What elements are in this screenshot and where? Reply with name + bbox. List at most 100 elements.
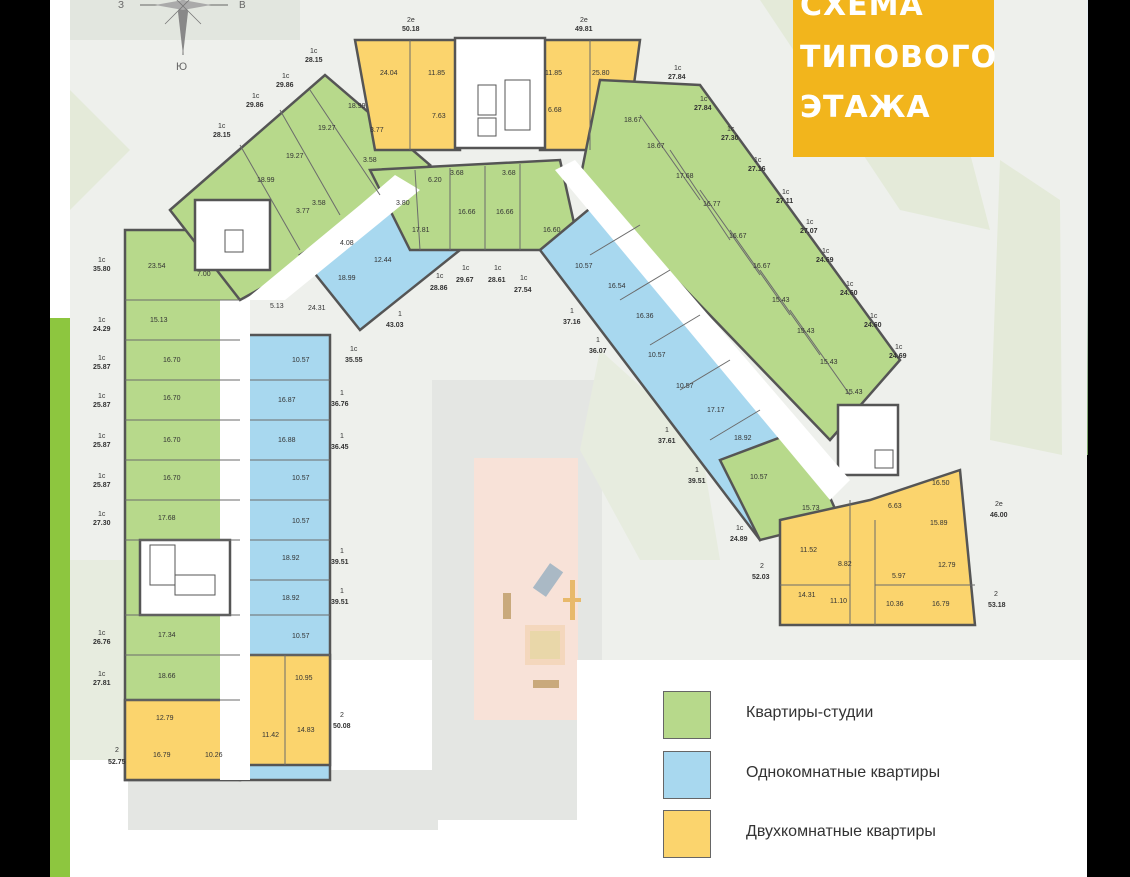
svg-text:8.82: 8.82 bbox=[838, 561, 852, 568]
svg-text:18.92: 18.92 bbox=[282, 555, 300, 562]
svg-text:27.84: 27.84 bbox=[694, 105, 712, 112]
building bbox=[123, 36, 977, 782]
svg-text:1: 1 bbox=[340, 548, 344, 555]
apt-tag: 139.51 bbox=[331, 548, 349, 566]
svg-text:10.36: 10.36 bbox=[886, 601, 904, 608]
legend-label-one-room: Однокомнатные квартиры bbox=[746, 764, 941, 781]
apt-tag: 137.61 bbox=[658, 427, 676, 445]
svg-text:11.85: 11.85 bbox=[545, 70, 562, 77]
svg-text:29.86: 29.86 bbox=[246, 102, 264, 109]
apt-tag: 252.03 bbox=[752, 563, 770, 581]
svg-text:43.03: 43.03 bbox=[386, 322, 404, 329]
svg-text:17.68: 17.68 bbox=[676, 173, 694, 180]
title-box bbox=[793, 0, 994, 157]
svg-text:3.77: 3.77 bbox=[370, 127, 384, 134]
svg-text:50.18: 50.18 bbox=[402, 26, 420, 33]
svg-text:1: 1 bbox=[695, 467, 699, 474]
svg-text:27.07: 27.07 bbox=[800, 228, 818, 235]
svg-text:24.60: 24.60 bbox=[864, 322, 882, 329]
svg-text:1с: 1с bbox=[436, 273, 444, 280]
compass: З В Ю bbox=[118, 0, 246, 73]
svg-text:50.08: 50.08 bbox=[333, 723, 351, 730]
title-line-1: СХЕМА bbox=[800, 0, 924, 23]
svg-text:2е: 2е bbox=[580, 17, 588, 24]
svg-text:16.50: 16.50 bbox=[932, 480, 950, 487]
svg-text:28.61: 28.61 bbox=[488, 277, 506, 284]
svg-text:10.57: 10.57 bbox=[575, 263, 593, 270]
apt-tag: 139.51 bbox=[688, 467, 706, 485]
svg-text:16.70: 16.70 bbox=[163, 437, 181, 444]
apt-tag: 252.75 bbox=[108, 747, 126, 766]
svg-text:36.45: 36.45 bbox=[331, 444, 349, 451]
svg-text:1с: 1с bbox=[98, 511, 106, 518]
svg-text:16.54: 16.54 bbox=[608, 283, 626, 290]
svg-text:2: 2 bbox=[994, 591, 998, 598]
svg-text:1: 1 bbox=[398, 311, 402, 318]
svg-text:1с: 1с bbox=[98, 355, 106, 362]
svg-text:16.66: 16.66 bbox=[496, 209, 514, 216]
svg-text:18.67: 18.67 bbox=[624, 117, 642, 124]
svg-text:1с: 1с bbox=[98, 433, 106, 440]
svg-text:15.73: 15.73 bbox=[802, 505, 820, 512]
svg-text:16.79: 16.79 bbox=[932, 601, 950, 608]
svg-text:1с: 1с bbox=[736, 525, 744, 532]
svg-text:11.42: 11.42 bbox=[262, 732, 279, 739]
svg-text:1с: 1с bbox=[98, 317, 106, 324]
apt-tag: 1с 24.60 bbox=[840, 281, 858, 297]
svg-text:24.60: 24.60 bbox=[840, 290, 858, 297]
legend bbox=[577, 660, 1063, 877]
apt-tag: 139.51 bbox=[331, 588, 349, 606]
svg-text:14.83: 14.83 bbox=[297, 727, 315, 734]
svg-text:1с: 1с bbox=[846, 281, 854, 288]
svg-text:15.43: 15.43 bbox=[845, 389, 863, 396]
svg-text:16.70: 16.70 bbox=[163, 357, 181, 364]
apt-tag: 253.18 bbox=[988, 591, 1006, 609]
svg-text:10.57: 10.57 bbox=[292, 633, 310, 640]
svg-text:1: 1 bbox=[570, 308, 574, 315]
svg-text:6.63: 6.63 bbox=[888, 503, 902, 510]
legend-label-two-room: Двухкомнатные квартиры bbox=[746, 823, 936, 840]
svg-text:1с: 1с bbox=[727, 126, 735, 133]
svg-text:39.51: 39.51 bbox=[688, 478, 706, 485]
svg-text:4.08: 4.08 bbox=[340, 240, 354, 247]
svg-text:24.31: 24.31 bbox=[308, 305, 326, 312]
svg-text:1с: 1с bbox=[895, 344, 903, 351]
svg-text:1с: 1с bbox=[98, 473, 106, 480]
svg-text:5.13: 5.13 bbox=[270, 303, 284, 310]
interior-walls bbox=[125, 40, 975, 765]
svg-text:16.77: 16.77 bbox=[703, 201, 721, 208]
svg-text:36.07: 36.07 bbox=[589, 348, 607, 355]
apt-tag: 136.07 bbox=[589, 337, 607, 355]
svg-text:3.58: 3.58 bbox=[312, 200, 326, 207]
svg-text:3.77: 3.77 bbox=[296, 208, 310, 215]
svg-text:29.67: 29.67 bbox=[456, 277, 474, 284]
svg-text:39.51: 39.51 bbox=[331, 559, 349, 566]
svg-text:2: 2 bbox=[760, 563, 764, 570]
svg-text:1с: 1с bbox=[98, 393, 106, 400]
svg-text:1с: 1с bbox=[252, 93, 260, 100]
svg-text:37.61: 37.61 bbox=[658, 438, 676, 445]
svg-text:10.57: 10.57 bbox=[648, 352, 666, 359]
svg-text:28.15: 28.15 bbox=[305, 57, 323, 64]
apt-tag: 143.03 bbox=[386, 311, 404, 329]
svg-text:25.80: 25.80 bbox=[592, 70, 610, 77]
svg-text:2е: 2е bbox=[407, 17, 415, 24]
svg-text:1: 1 bbox=[340, 588, 344, 595]
svg-text:19.27: 19.27 bbox=[318, 125, 336, 132]
svg-text:18.99: 18.99 bbox=[257, 177, 275, 184]
svg-text:1с: 1с bbox=[462, 265, 470, 272]
